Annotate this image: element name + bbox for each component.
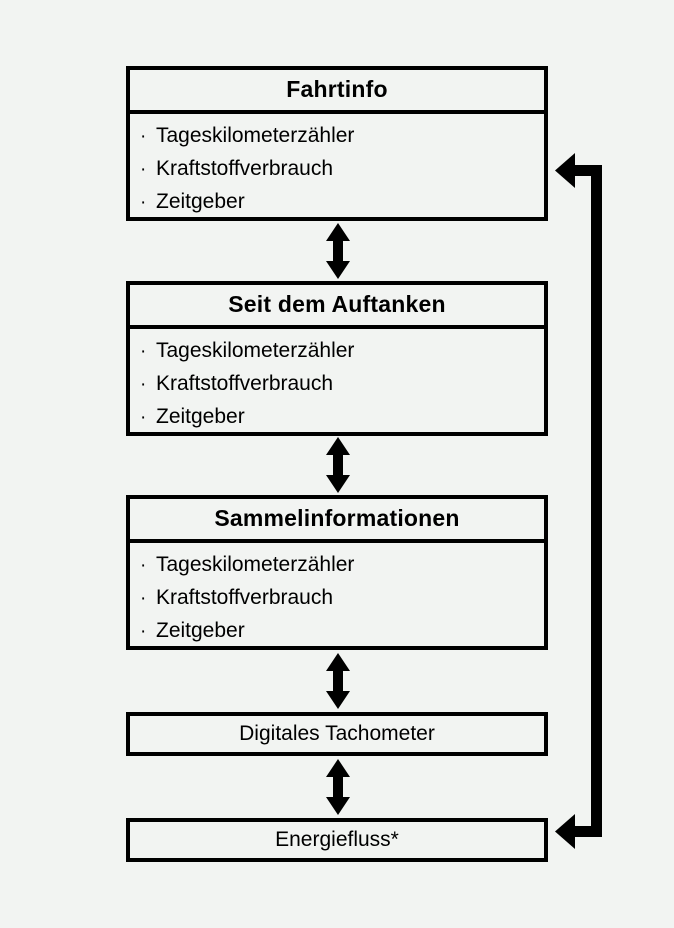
list-item: · Kraftstoffverbrauch: [140, 368, 544, 401]
list-item-label: Kraftstoffverbrauch: [156, 157, 334, 180]
bullet-icon: ·: [140, 374, 147, 395]
node-energiefluss[interactable]: Energiefluss*: [126, 818, 548, 862]
connector-tachometer-to-energiefluss: [325, 756, 351, 818]
connector-feedback-loop: [548, 145, 608, 857]
double-arrow-vertical-icon: [326, 653, 350, 709]
list-item: · Kraftstoffverbrauch: [140, 153, 544, 186]
list-item: · Zeitgeber: [140, 401, 544, 434]
list-item-label: Kraftstoffverbrauch: [156, 372, 334, 395]
node-energiefluss-label: Energiefluss*: [275, 828, 399, 851]
node-seit-dem-auftanken[interactable]: Seit dem Auftanken · Tageskilometerzähle…: [126, 281, 548, 436]
node-fahrtinfo-title: Fahrtinfo: [130, 70, 544, 114]
list-item: · Zeitgeber: [140, 615, 544, 648]
list-item-label: Zeitgeber: [156, 619, 245, 642]
list-item: · Tageskilometerzähler: [140, 120, 544, 153]
double-arrow-vertical-icon: [326, 759, 350, 815]
list-item-label: Tageskilometerzähler: [156, 339, 355, 362]
list-item: · Tageskilometerzähler: [140, 549, 544, 582]
node-sammelinformationen-items: · Tageskilometerzähler · Kraftstoffverbr…: [130, 543, 544, 657]
list-item: · Kraftstoffverbrauch: [140, 582, 544, 615]
bullet-icon: ·: [140, 555, 147, 576]
bullet-icon: ·: [140, 341, 147, 362]
node-seit-dem-auftanken-title: Seit dem Auftanken: [130, 285, 544, 329]
list-item-label: Zeitgeber: [156, 190, 245, 213]
node-seit-dem-auftanken-items: · Tageskilometerzähler · Kraftstoffverbr…: [130, 329, 544, 443]
bullet-icon: ·: [140, 407, 147, 428]
list-item-label: Tageskilometerzähler: [156, 553, 355, 576]
node-fahrtinfo-items: · Tageskilometerzähler · Kraftstoffverbr…: [130, 114, 544, 228]
connector-sammelinfo-to-tachometer: [325, 650, 351, 712]
node-fahrtinfo[interactable]: Fahrtinfo · Tageskilometerzähler · Kraft…: [126, 66, 548, 221]
connector-seit-auftanken-to-sammelinfo: [325, 435, 351, 495]
bullet-icon: ·: [140, 126, 147, 147]
connector-fahrtinfo-to-seit-auftanken: [325, 221, 351, 281]
node-digitales-tachometer[interactable]: Digitales Tachometer: [126, 712, 548, 756]
bullet-icon: ·: [140, 621, 147, 642]
list-item: · Zeitgeber: [140, 186, 544, 219]
loop-back-double-arrow-icon: [555, 153, 602, 849]
bullet-icon: ·: [140, 159, 147, 180]
list-item: · Tageskilometerzähler: [140, 335, 544, 368]
double-arrow-vertical-icon: [326, 437, 350, 493]
bullet-icon: ·: [140, 192, 147, 213]
node-digitales-tachometer-label: Digitales Tachometer: [239, 722, 435, 745]
list-item-label: Zeitgeber: [156, 405, 245, 428]
bullet-icon: ·: [140, 588, 147, 609]
node-sammelinformationen[interactable]: Sammelinformationen · Tageskilometerzähl…: [126, 495, 548, 650]
list-item-label: Kraftstoffverbrauch: [156, 586, 334, 609]
node-sammelinformationen-title: Sammelinformationen: [130, 499, 544, 543]
list-item-label: Tageskilometerzähler: [156, 124, 355, 147]
double-arrow-vertical-icon: [326, 223, 350, 279]
